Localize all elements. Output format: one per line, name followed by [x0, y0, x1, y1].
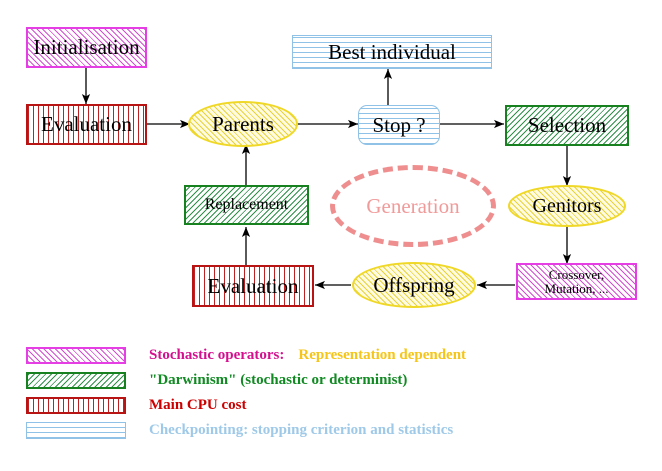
legend-label-stochastic-operators: Stochastic operators: — [149, 346, 285, 363]
legend-row-stochastic-operators: Stochastic operators: Representation depe… — [26, 345, 466, 365]
legend-label-group: Stochastic operators: Representation depe… — [149, 347, 466, 364]
node-parents[interactable]: Parents — [188, 101, 298, 147]
node-offspring[interactable]: Offspring — [352, 262, 476, 308]
legend-label-darwinism: "Darwinism" (stochastic or determinist) — [149, 371, 408, 388]
legend-row-main-cpu-cost: Main CPU cost — [26, 395, 247, 415]
legend-swatch-red — [26, 396, 126, 414]
node-evaluation-top[interactable]: Evaluation — [26, 104, 147, 145]
node-genitors[interactable]: Genitors — [508, 185, 626, 227]
node-selection[interactable]: Selection — [505, 105, 629, 146]
generation-label: Generation — [366, 193, 460, 218]
node-best-individual[interactable]: Best individual — [292, 35, 492, 69]
legend-row-darwinism: "Darwinism" (stochastic or determinist) — [26, 370, 407, 390]
node-evaluation-bottom[interactable]: Evaluation — [192, 265, 314, 307]
node-replacement[interactable]: Replacement — [184, 185, 309, 225]
node-crossover-mutation[interactable]: Crossover, Mutation, ... — [516, 263, 637, 300]
legend-label-main-cpu-cost: Main CPU cost — [149, 396, 247, 413]
node-generation: Generation — [330, 165, 496, 247]
legend-swatch-magenta — [26, 346, 126, 364]
legend-label-representation-dependent: Representation dependent — [298, 346, 467, 363]
legend-row-checkpointing: Checkpointing: stopping criterion and st… — [26, 420, 453, 440]
legend-label-checkpointing: Checkpointing: stopping criterion and st… — [149, 421, 454, 438]
legend-swatch-blue — [26, 421, 126, 439]
node-initialisation[interactable]: Initialisation — [26, 27, 147, 68]
node-stop[interactable]: Stop ? — [358, 105, 440, 145]
legend-swatch-green — [26, 371, 126, 389]
